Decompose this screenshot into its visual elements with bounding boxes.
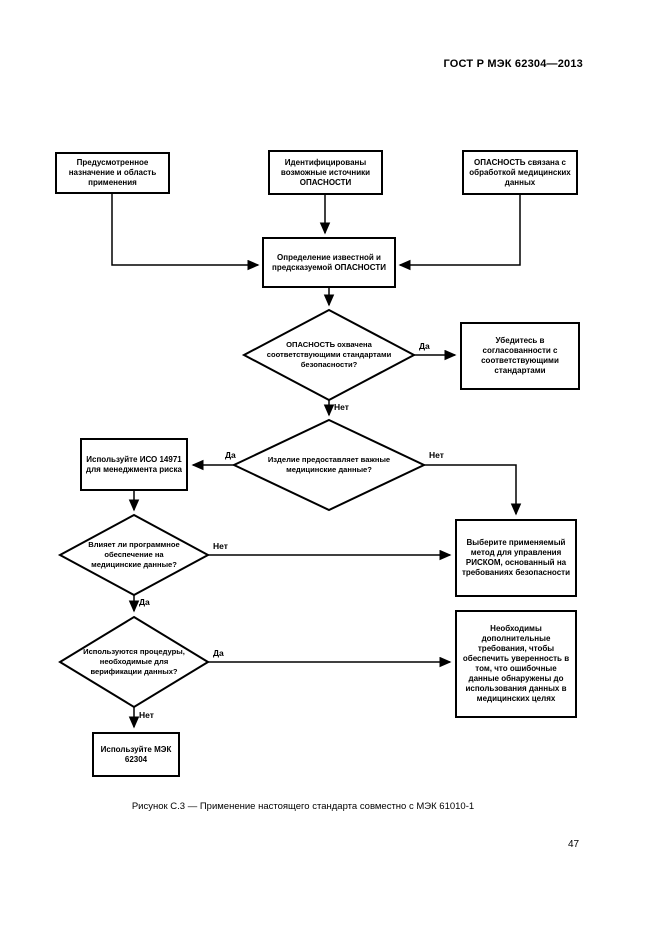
document-header: ГОСТ Р МЭК 62304—2013 — [443, 58, 583, 70]
node-use-iso-14971-label: Используйте ИСО 14971 для менеджмента ри… — [86, 454, 182, 474]
node-determine-hazard-label: Определение известной и предсказуемой ОП… — [272, 252, 386, 272]
decision-diamond-verification — [58, 615, 210, 709]
node-additional-requirements-label: Необходимы дополнительные требования, чт… — [462, 624, 570, 703]
decision-provides-medical-data: Изделие предоставляет важные медицинские… — [254, 425, 404, 505]
node-select-method-label: Выберите применяемый метод для управлени… — [461, 538, 570, 577]
decision-hazard-covered-label: ОПАСНОСТЬ охвачена соответствующими стан… — [266, 340, 392, 369]
edge-provides-no — [424, 464, 522, 516]
decision-diamond-hazard-covered — [241, 308, 417, 402]
node-identified-sources: Идентифицированы возможные источники ОПА… — [268, 150, 383, 195]
decision-verification-procedures-label: Используются процедуры, необходимые для … — [83, 647, 185, 676]
node-hazard-related-data-label: ОПАСНОСТЬ связана с обработкой медицинск… — [469, 157, 571, 187]
page-number: 47 — [568, 839, 580, 850]
decision-software-affects-data-label: Влияет ли программное обеспечение на мед… — [88, 540, 180, 569]
edge-label-verify-no: Нет — [139, 710, 154, 720]
edge-intended-to-determine — [111, 194, 260, 271]
edge-hazdata-to-determine — [398, 195, 521, 271]
node-use-iec-62304-label: Используйте МЭК 62304 — [100, 744, 172, 764]
edge-label-software-no: Нет — [213, 541, 228, 551]
decision-verification-procedures: Используются процедуры, необходимые для … — [79, 626, 189, 698]
edge-label-covered-no: Нет — [334, 402, 349, 412]
node-intended-purpose: Предусмотренное назначение и область при… — [55, 152, 170, 194]
edge-label-verify-yes: Да — [213, 648, 224, 658]
node-use-iec-62304: Используйте МЭК 62304 — [92, 732, 180, 777]
node-identified-sources-label: Идентифицированы возможные источники ОПА… — [280, 157, 371, 187]
figure-caption: Рисунок С.3 — Применение настоящего стан… — [131, 801, 475, 812]
node-intended-purpose-label: Предусмотренное назначение и область при… — [68, 158, 157, 187]
node-ensure-conformance-label: Убедитесь в согласованности с соответств… — [481, 336, 559, 375]
decision-diamond-provides-data — [231, 418, 427, 512]
node-select-method: Выберите применяемый метод для управлени… — [455, 519, 577, 597]
decision-diamond-software-affects — [57, 513, 211, 597]
decision-software-affects-data: Влияет ли программное обеспечение на мед… — [79, 519, 189, 591]
node-hazard-related-data: ОПАСНОСТЬ связана с обработкой медицинск… — [462, 150, 578, 195]
node-determine-hazard: Определение известной и предсказуемой ОП… — [262, 237, 396, 288]
edge-label-software-yes: Да — [139, 597, 150, 607]
node-additional-requirements: Необходимы дополнительные требования, чт… — [455, 610, 577, 718]
node-ensure-conformance: Убедитесь в согласованности с соответств… — [460, 322, 580, 390]
edge-label-covered-yes: Да — [419, 341, 430, 351]
node-use-iso-14971: Используйте ИСО 14971 для менеджмента ри… — [80, 438, 188, 491]
edge-label-provides-yes: Да — [225, 450, 236, 460]
decision-hazard-covered: ОПАСНОСТЬ охвачена соответствующими стан… — [249, 315, 409, 395]
decision-provides-medical-data-label: Изделие предоставляет важные медицинские… — [267, 455, 391, 474]
edge-label-provides-no: Нет — [429, 450, 444, 460]
